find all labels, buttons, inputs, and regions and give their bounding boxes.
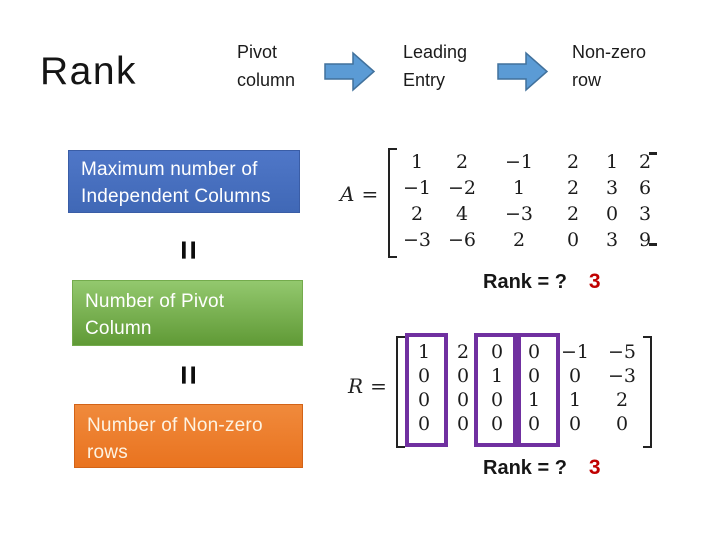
equals-rotated-icon: = <box>169 365 208 385</box>
matrix-cell: 0 <box>605 203 619 225</box>
matrix-cell: −1 <box>560 341 589 363</box>
pivot-column-highlight <box>517 333 560 447</box>
rank-question-a: Rank = ? 3 <box>483 270 601 294</box>
matrix-cell: 3 <box>605 177 619 199</box>
flow-step-line: Pivot <box>237 42 278 62</box>
definition-box-line: Independent Columns <box>81 186 271 207</box>
equals-sign: = <box>361 182 379 206</box>
right-bracket <box>642 336 652 448</box>
flow-step-line: Leading <box>403 42 468 62</box>
left-bracket <box>388 148 398 258</box>
matrix-cell: −5 <box>607 341 636 363</box>
matrix-cell: 0 <box>490 341 504 363</box>
definition-box-line: rows <box>87 442 128 463</box>
definition-box-pivot-columns: Number of Pivot Column <box>72 280 303 346</box>
matrix-cell: 2 <box>638 151 652 173</box>
matrix-cell: 2 <box>566 151 580 173</box>
pivot-column-highlight <box>405 333 448 447</box>
matrix-cell: −2 <box>447 177 476 199</box>
matrix-cell: 2 <box>456 341 470 363</box>
matrix-a-label: A= <box>340 182 378 206</box>
definition-box-nonzero-rows: Number of Non-zero rows <box>74 404 303 468</box>
matrix-cell: 0 <box>566 229 580 251</box>
equals-rotated-icon: = <box>169 240 208 260</box>
matrix-cell: 3 <box>638 203 652 225</box>
matrix-cell: −3 <box>402 229 431 251</box>
matrix-cell: −3 <box>607 365 636 387</box>
rank-answer: 3 <box>588 456 601 479</box>
matrix-cell: 0 <box>527 413 541 435</box>
matrix-cell: 2 <box>512 229 526 251</box>
matrix-name: A <box>340 182 355 206</box>
matrix-cell: 0 <box>615 413 629 435</box>
right-arrow-icon <box>497 51 549 92</box>
matrix-cell: −1 <box>504 151 533 173</box>
matrix-cell: 0 <box>527 341 541 363</box>
matrix-cell: 1 <box>417 341 431 363</box>
definition-box-line: Number of Pivot <box>85 291 225 312</box>
matrix-cell: 4 <box>455 203 469 225</box>
right-arrow-icon <box>324 51 376 92</box>
matrix-cell: 0 <box>456 389 470 411</box>
equals-sign: = <box>370 374 387 398</box>
definition-box-independent-columns: Maximum number of Independent Columns <box>68 150 300 213</box>
flow-step-line: column <box>237 70 296 90</box>
rank-question-r: Rank = ? 3 <box>483 456 601 480</box>
flow-step-line: row <box>572 70 602 90</box>
matrix-cell: 1 <box>605 151 619 173</box>
rank-question-text: Rank = ? <box>483 457 567 479</box>
matrix-cell: 2 <box>615 389 629 411</box>
matrix-cell: 2 <box>410 203 424 225</box>
page-title: Rank <box>40 50 138 93</box>
matrix-cell: −6 <box>447 229 476 251</box>
matrix-cell: 0 <box>490 389 504 411</box>
matrix-cell: 0 <box>417 365 431 387</box>
matrix-cell: 1 <box>512 177 526 199</box>
flow-step-non-zero-row: Non-zero row <box>572 38 646 94</box>
matrix-cell: 1 <box>410 151 424 173</box>
flow-step-leading-entry: Leading Entry <box>403 38 467 94</box>
definition-box-line: Column <box>85 318 152 339</box>
matrix-cell: 2 <box>566 177 580 199</box>
right-bracket-truncated <box>648 152 657 246</box>
matrix-cell: 0 <box>456 413 470 435</box>
matrix-cell: 1 <box>568 389 582 411</box>
pivot-column-highlight <box>474 333 517 447</box>
matrix-cell: 9 <box>638 229 652 251</box>
matrix-cell: 2 <box>566 203 580 225</box>
matrix-cell: 0 <box>417 389 431 411</box>
matrix-cell: −1 <box>402 177 431 199</box>
matrix-cell: 1 <box>490 365 504 387</box>
matrix-cell: 0 <box>490 413 504 435</box>
flow-step-pivot-column: Pivot column <box>237 38 295 94</box>
matrix-cell: 0 <box>456 365 470 387</box>
matrix-name: R <box>348 374 364 398</box>
matrix-cell: 3 <box>605 229 619 251</box>
matrix-cell: 1 <box>527 389 541 411</box>
flow-step-line: Entry <box>403 70 446 90</box>
matrix-cell: 0 <box>568 365 582 387</box>
matrix-cell: 0 <box>568 413 582 435</box>
rank-answer: 3 <box>588 270 601 293</box>
matrix-r-label: R= <box>348 374 387 398</box>
left-bracket <box>396 336 406 448</box>
definition-box-line: Maximum number of <box>81 159 258 180</box>
flow-step-line: Non-zero <box>572 42 647 62</box>
matrix-cell: 0 <box>527 365 541 387</box>
definition-box-line: Number of Non-zero <box>87 415 263 436</box>
matrix-cell: 6 <box>638 177 652 199</box>
matrix-cell: 2 <box>455 151 469 173</box>
matrix-cell: −3 <box>504 203 533 225</box>
matrix-cell: 0 <box>417 413 431 435</box>
rank-question-text: Rank = ? <box>483 271 567 293</box>
